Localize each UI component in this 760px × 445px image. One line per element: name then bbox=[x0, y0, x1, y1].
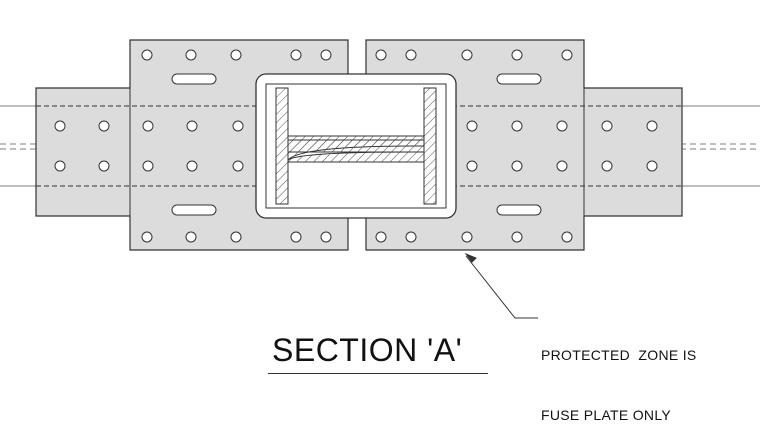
bolt-holes bbox=[54, 49, 658, 243]
bolt-hole bbox=[186, 120, 198, 132]
bolt-hole bbox=[185, 231, 197, 243]
bolt-hole bbox=[601, 120, 613, 132]
i-beam-section bbox=[275, 87, 437, 205]
bolt-hole bbox=[511, 231, 523, 243]
bolt-hole bbox=[142, 160, 154, 172]
bolt-hole bbox=[98, 120, 110, 132]
bolt-hole bbox=[601, 160, 613, 172]
bolt-hole bbox=[320, 231, 332, 243]
bolt-hole bbox=[461, 49, 473, 61]
section-drawing bbox=[0, 39, 760, 319]
bolt-hole bbox=[511, 120, 523, 132]
bolt-hole bbox=[466, 120, 478, 132]
slot-hole bbox=[171, 73, 217, 85]
bolt-hole bbox=[230, 49, 242, 61]
bolt-hole bbox=[54, 120, 66, 132]
section-title-underline bbox=[268, 373, 488, 374]
bolt-hole bbox=[646, 160, 658, 172]
bolt-hole bbox=[232, 160, 244, 172]
bolt-hole bbox=[405, 231, 417, 243]
bolt-hole bbox=[556, 160, 568, 172]
bolt-hole bbox=[511, 160, 523, 172]
bolt-hole bbox=[511, 49, 523, 61]
bolt-hole bbox=[142, 120, 154, 132]
bolt-hole bbox=[405, 49, 417, 61]
bolt-hole bbox=[375, 231, 387, 243]
bolt-hole bbox=[186, 160, 198, 172]
slot-hole bbox=[496, 204, 542, 216]
callout-line-2: FUSE PLATE ONLY bbox=[541, 407, 672, 423]
bolt-hole bbox=[646, 120, 658, 132]
bolt-hole bbox=[320, 49, 332, 61]
callout-line-1: PROTECTED ZONE IS bbox=[541, 347, 697, 363]
section-title: SECTION 'A' bbox=[272, 332, 463, 368]
bolt-hole bbox=[375, 49, 387, 61]
bolt-hole bbox=[54, 160, 66, 172]
callout-leader bbox=[464, 252, 538, 319]
bolt-hole bbox=[290, 231, 302, 243]
slot-hole bbox=[171, 204, 217, 216]
bolt-hole bbox=[141, 231, 153, 243]
bolt-hole bbox=[230, 231, 242, 243]
bolt-hole bbox=[561, 231, 573, 243]
bolt-hole bbox=[232, 120, 244, 132]
callout-note: PROTECTED ZONE IS FUSE PLATE ONLY bbox=[541, 305, 697, 445]
bolt-hole bbox=[461, 231, 473, 243]
bolt-hole bbox=[466, 160, 478, 172]
bolt-hole bbox=[561, 49, 573, 61]
bolt-hole bbox=[141, 49, 153, 61]
bolt-hole bbox=[290, 49, 302, 61]
slotted-holes bbox=[171, 73, 542, 216]
bolt-hole bbox=[185, 49, 197, 61]
bolt-hole bbox=[98, 160, 110, 172]
bolt-hole bbox=[556, 120, 568, 132]
slot-hole bbox=[496, 73, 542, 85]
